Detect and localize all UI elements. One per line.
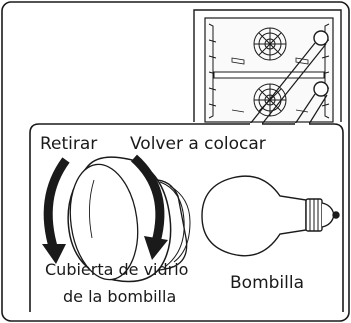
glass-cover-label-line2: de la bombilla (63, 287, 176, 306)
light-bulb-illustration (201, 175, 340, 257)
callout-lines (249, 42, 328, 125)
remove-arrow (42, 157, 70, 264)
oven-interior-illustration (193, 9, 342, 123)
replace-arrow (130, 154, 168, 260)
replace-label: Volver a colocar (130, 134, 266, 154)
bulb-label: Bombilla (230, 273, 304, 293)
lower-lamp-location (313, 81, 329, 97)
upper-lamp-location (313, 30, 329, 46)
remove-label: Retirar (40, 134, 97, 154)
glass-cover-label-line1: Cubierta de vidrio (45, 260, 188, 279)
